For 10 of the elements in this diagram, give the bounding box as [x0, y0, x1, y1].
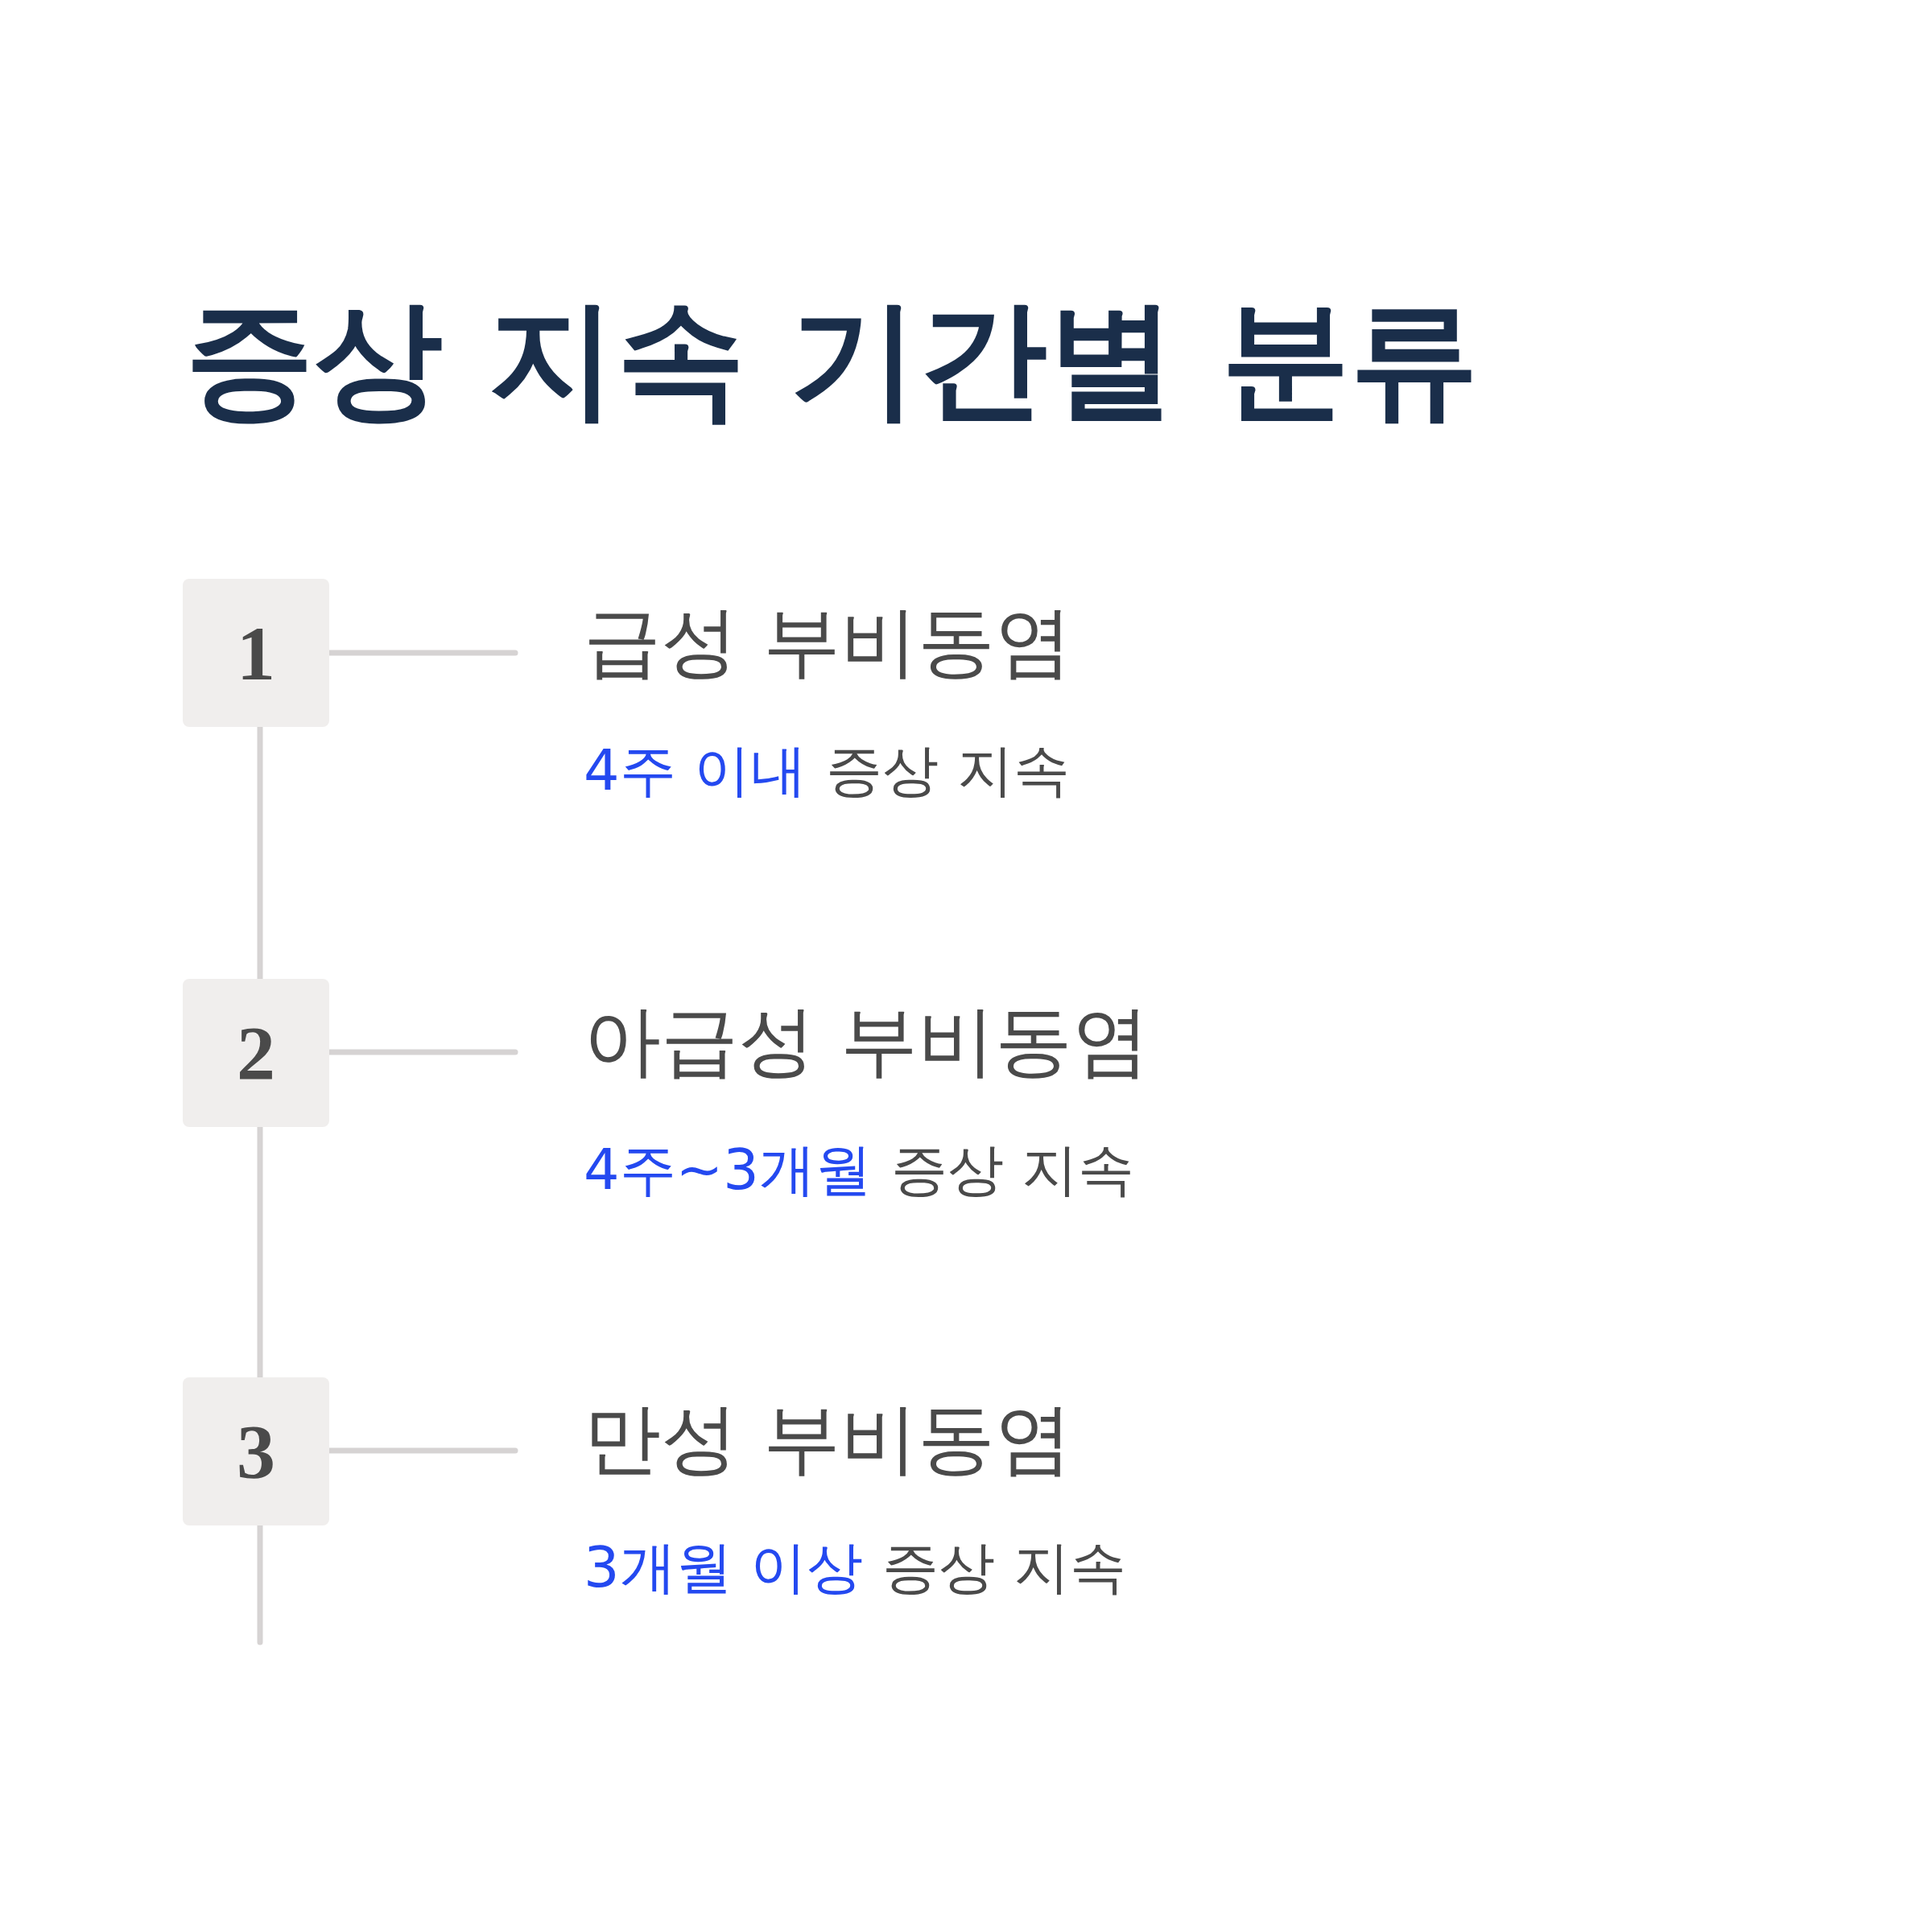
step-number-badge: 3 [183, 1377, 329, 1525]
step-number-badge: 1 [183, 579, 329, 727]
stage-heading: 급성 부비동염 [584, 596, 1072, 688]
duration-text: 4주~3개월 증상 지속 [584, 1136, 1135, 1204]
duration-text: 3개월 이상 증상 지속 [584, 1534, 1126, 1602]
step-number-badge: 2 [183, 979, 329, 1127]
stage-heading: 아급성 부비동염 [584, 995, 1150, 1088]
title: 증상 지속 기간별 분류 [185, 283, 1480, 436]
duration-text: 4주 이내 증상 지속 [584, 737, 1070, 805]
stage-heading: 만성 부비동염 [584, 1393, 1072, 1485]
